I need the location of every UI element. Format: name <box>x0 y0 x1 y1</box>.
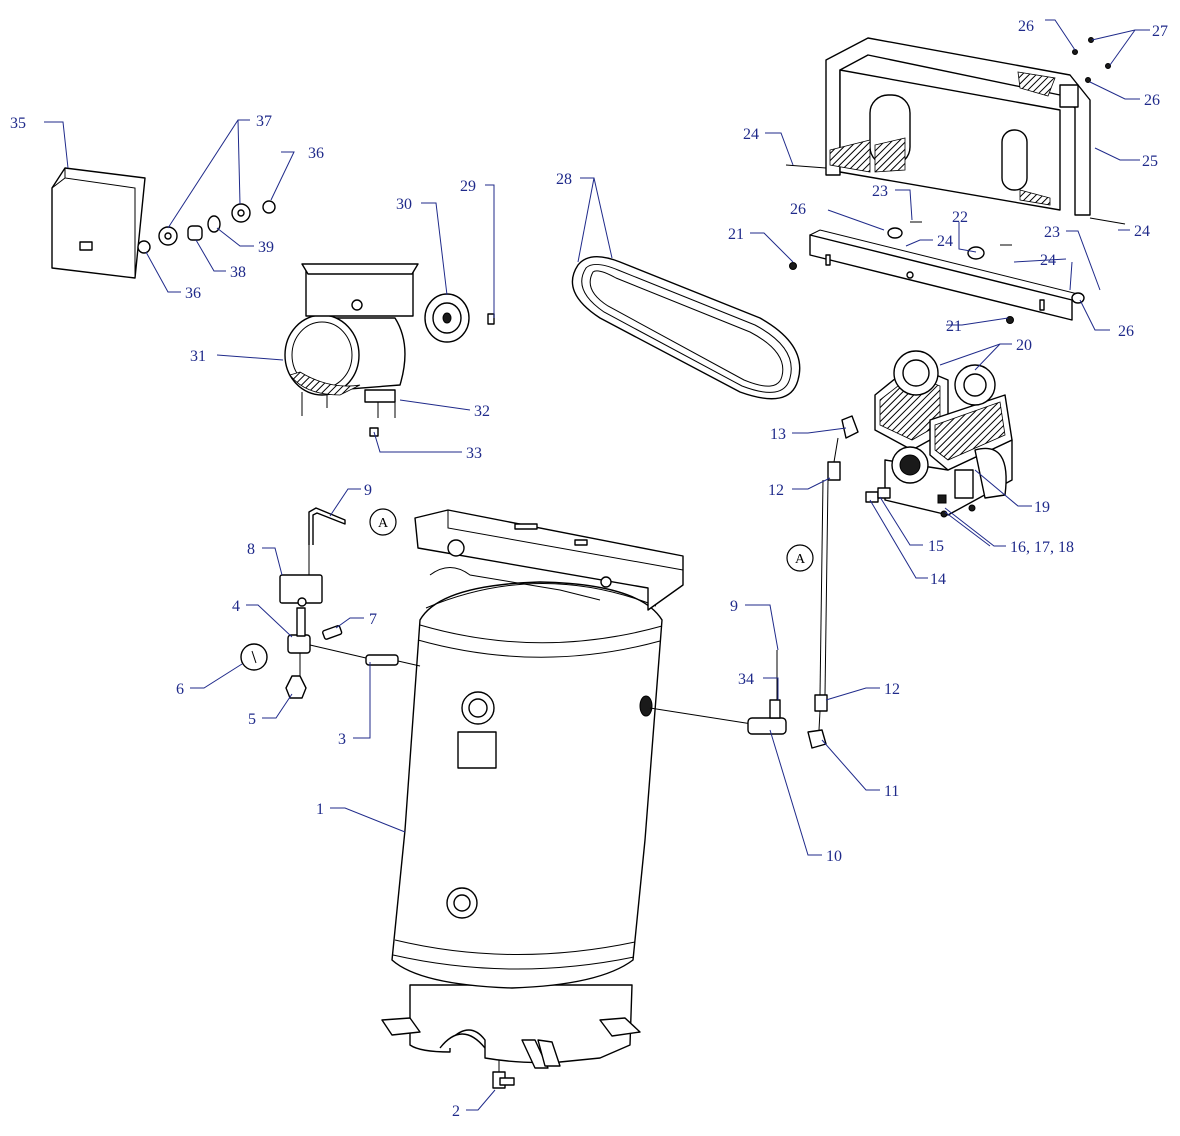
callout-24-mid: 24 <box>937 233 953 250</box>
callout-39: 39 <box>258 239 274 256</box>
callout-26-guard-right: 26 <box>1144 92 1160 109</box>
connector-bubble-a-left: A <box>369 508 397 536</box>
callout-26-top: 26 <box>1018 18 1034 35</box>
callout-27: 27 <box>1152 23 1168 40</box>
callout-29: 29 <box>460 178 476 195</box>
callout-38: 38 <box>230 264 246 281</box>
callout-15: 15 <box>928 538 944 555</box>
pressure-switch-box <box>51 167 276 279</box>
callout-20: 20 <box>1016 337 1032 354</box>
callout-19: 19 <box>1034 499 1050 516</box>
callout-8: 8 <box>247 541 255 558</box>
callout-12-upper: 12 <box>768 482 784 499</box>
callout-24-left: 24 <box>743 126 759 143</box>
callout-5: 5 <box>248 711 256 728</box>
callout-10: 10 <box>826 848 842 865</box>
callout-3: 3 <box>338 731 346 748</box>
drive-belt <box>571 256 801 400</box>
callout-22: 22 <box>952 209 968 226</box>
callout-36-lower: 36 <box>185 285 201 302</box>
leader-lines <box>44 19 1150 1111</box>
callout-4: 4 <box>232 598 240 615</box>
callout-24-bracket: 24 <box>1040 252 1056 269</box>
callout-6: 6 <box>176 681 184 698</box>
drain-valve <box>492 1060 515 1089</box>
callout-12-lower: 12 <box>884 681 900 698</box>
callout-34: 34 <box>738 671 754 688</box>
callout-21-lower: 21 <box>946 318 962 335</box>
belt-guard <box>785 37 1126 225</box>
callout-35: 35 <box>10 115 26 132</box>
callout-23-upper: 23 <box>872 183 888 200</box>
callout-36-upper: 36 <box>308 145 324 162</box>
electric-motor <box>284 263 495 437</box>
callout-30: 30 <box>396 196 412 213</box>
callout-2: 2 <box>452 1103 460 1120</box>
callout-labels: 1 2 3 4 5 6 7 8 9 9 10 11 12 12 13 14 15… <box>10 18 1168 1120</box>
callout-21-upper: 21 <box>728 226 744 243</box>
callout-9-right: 9 <box>730 598 738 615</box>
callout-9-left: 9 <box>364 482 372 499</box>
callout-16-17-18: 16, 17, 18 <box>1010 539 1074 556</box>
valve-assembly-left <box>240 507 421 699</box>
callout-28: 28 <box>556 171 572 188</box>
svg-text:A: A <box>378 516 389 531</box>
guard-bracket <box>789 221 1085 324</box>
callout-26-bracket-right: 26 <box>1118 323 1134 340</box>
callout-14: 14 <box>930 571 946 588</box>
callout-23-lower: 23 <box>1044 224 1060 241</box>
callout-26-bracket-left: 26 <box>790 201 806 218</box>
callout-33: 33 <box>466 445 482 462</box>
mounting-saddle <box>414 509 684 611</box>
callout-11: 11 <box>884 783 899 800</box>
callout-24-right: 24 <box>1134 223 1150 240</box>
callout-25: 25 <box>1142 153 1158 170</box>
callout-13: 13 <box>770 426 786 443</box>
discharge-line <box>649 415 859 749</box>
compressor-pump <box>865 350 1013 518</box>
callout-32: 32 <box>474 403 490 420</box>
callout-1: 1 <box>316 801 324 818</box>
svg-text:A: A <box>795 552 806 567</box>
callout-31: 31 <box>190 348 206 365</box>
connector-bubble-a-right: A <box>786 544 814 572</box>
air-tank <box>381 581 663 1069</box>
callout-37: 37 <box>256 113 272 130</box>
callout-7: 7 <box>369 611 377 628</box>
